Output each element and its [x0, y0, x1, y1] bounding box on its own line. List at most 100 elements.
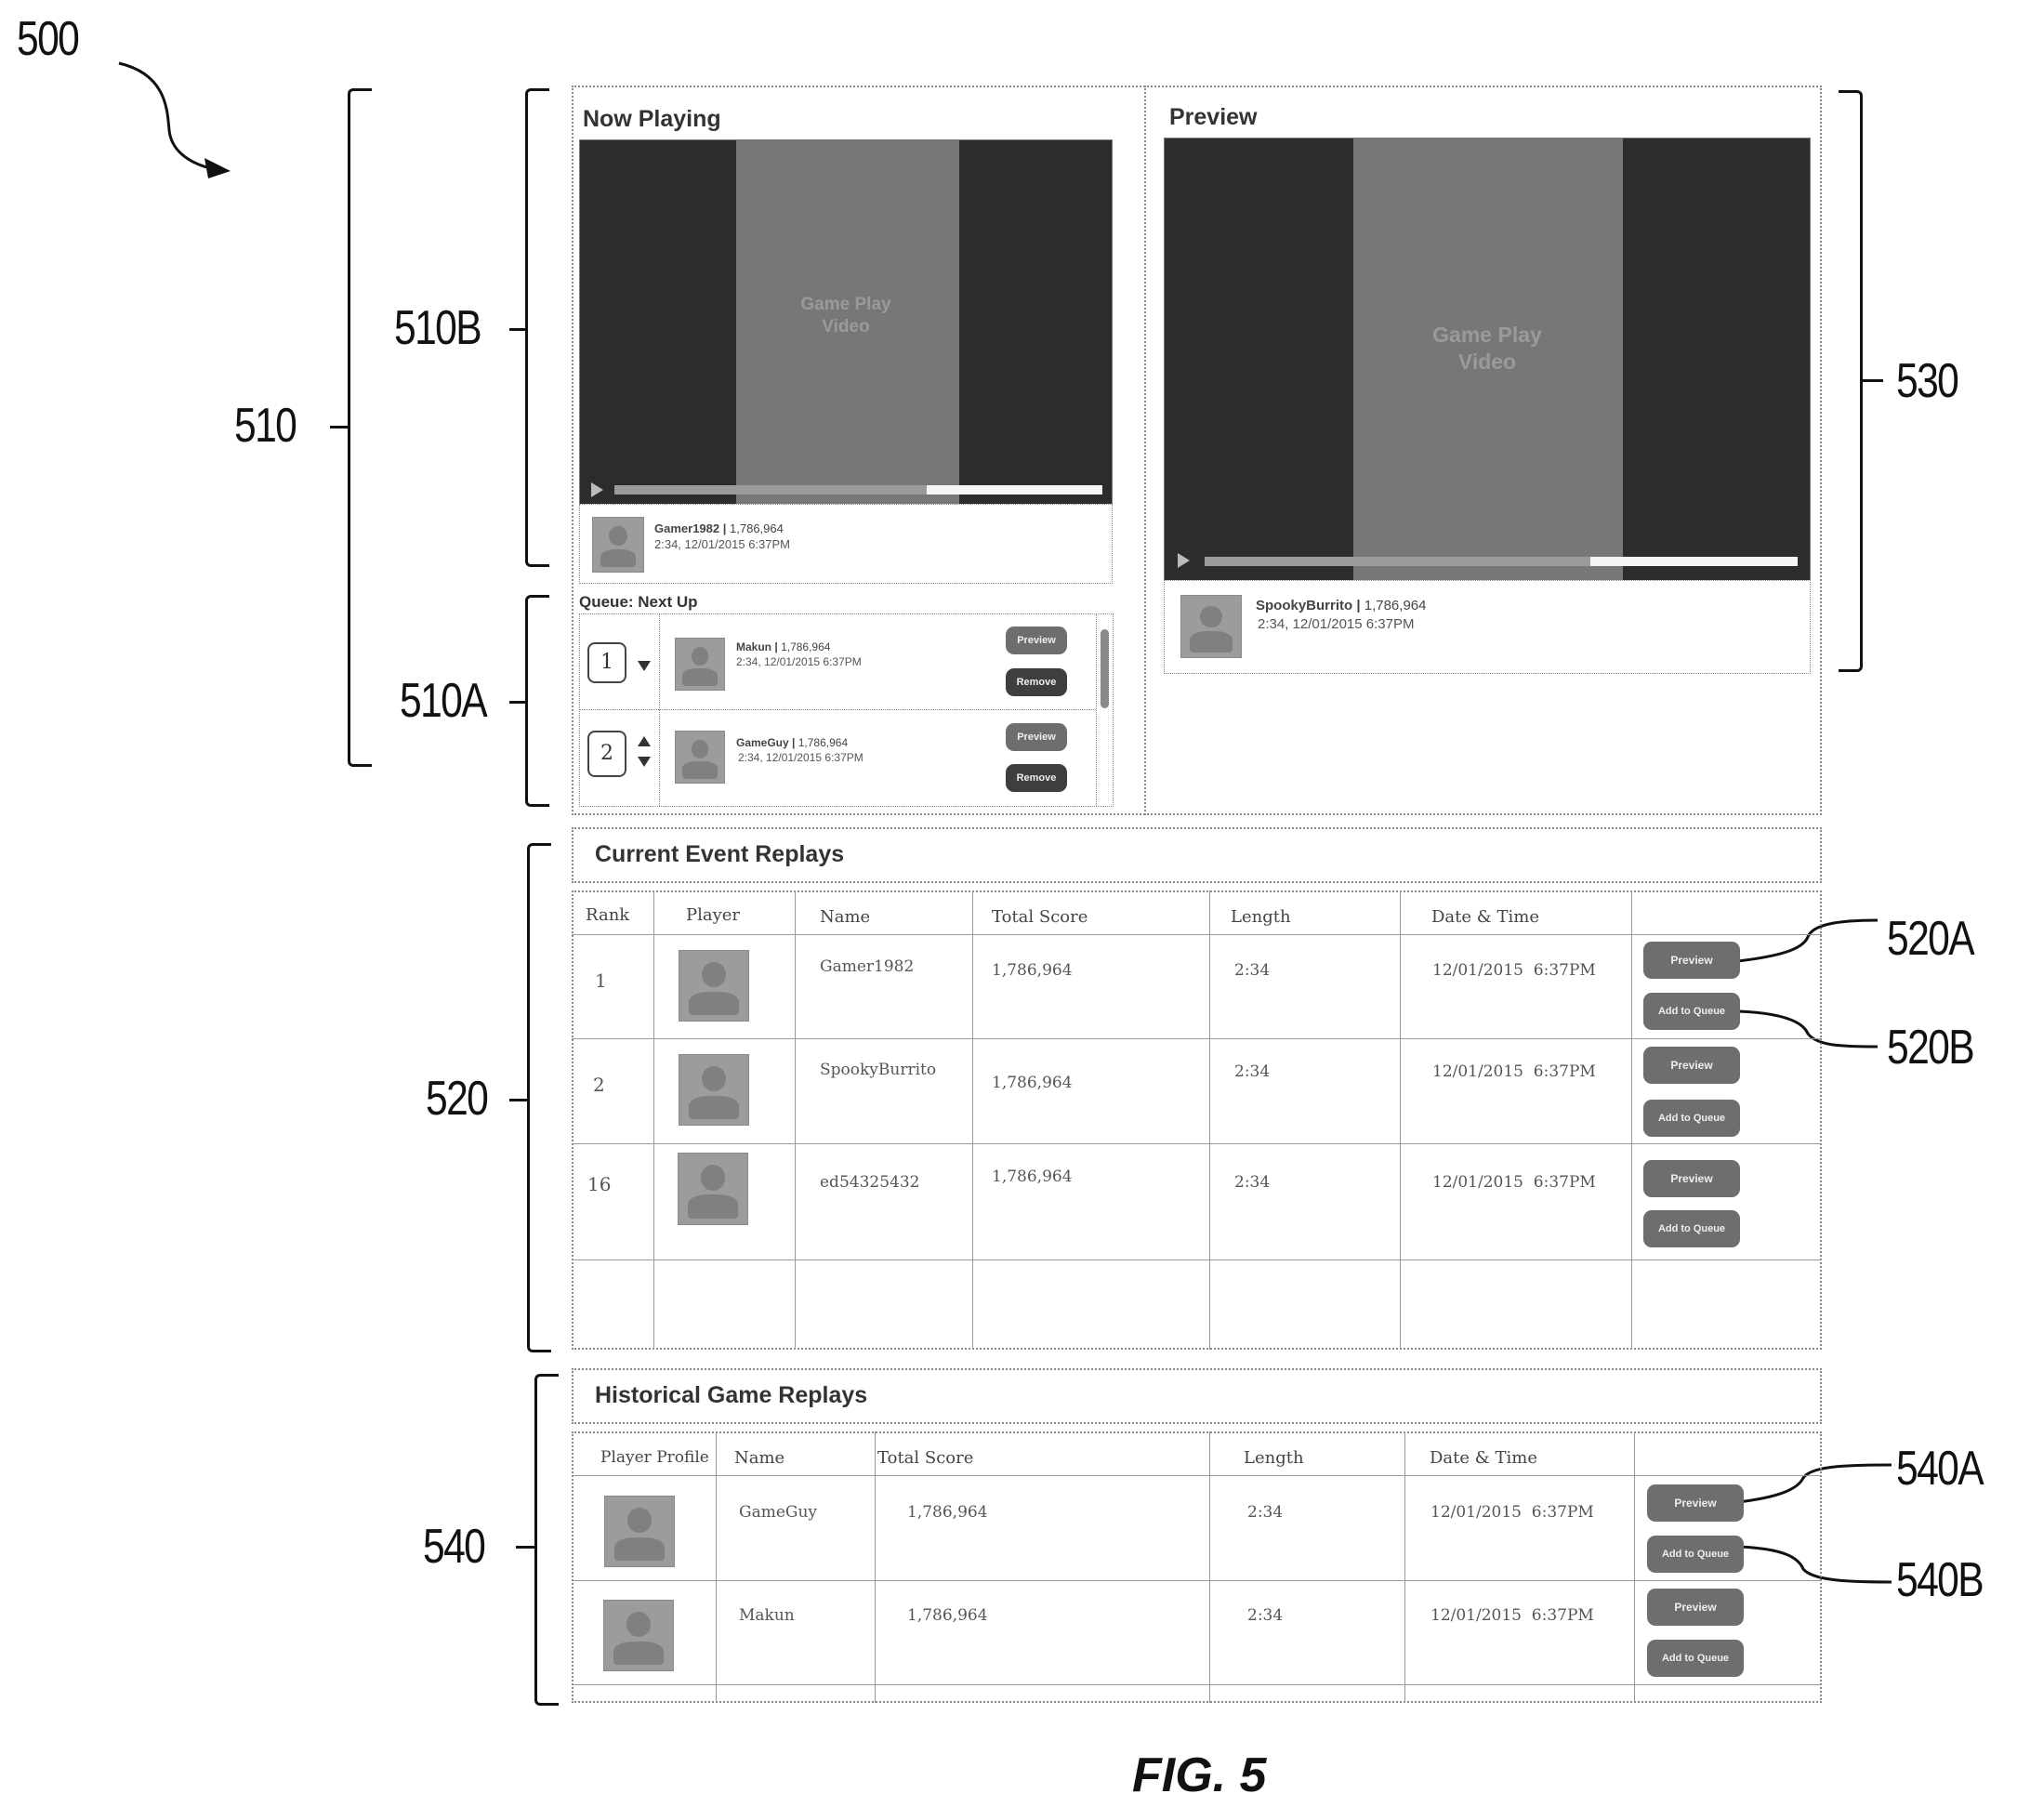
progress-fill [614, 485, 927, 495]
column-header-total-score: Total Score [877, 1448, 974, 1468]
player-score: 1,786,964 [730, 521, 784, 535]
video-label-line2: Video [1457, 349, 1517, 374]
add-to-queue-button[interactable]: Add to Queue [1643, 1100, 1740, 1137]
player-score: 1,786,964 [781, 640, 831, 653]
column-divider [795, 890, 796, 1350]
row-divider [572, 934, 1822, 935]
separator: | [1356, 598, 1361, 613]
column-divider [972, 890, 973, 1350]
column-divider [1634, 1431, 1635, 1703]
bracket-510a-tick [509, 701, 526, 704]
separator: | [792, 736, 796, 749]
progress-fill [1205, 557, 1590, 566]
queue-scrollbar-thumb[interactable] [1101, 629, 1109, 708]
add-to-queue-button[interactable]: Add to Queue [1643, 1210, 1740, 1247]
column-divider [1404, 1431, 1405, 1703]
top-divider [1144, 86, 1146, 815]
row-divider [572, 1684, 1822, 1685]
datetime-cell: 12/01/2015 6:37PM [1430, 1606, 1594, 1625]
player-score: 1,786,964 [798, 736, 849, 749]
column-divider [1631, 890, 1632, 1350]
preview-button[interactable]: Preview [1643, 1160, 1740, 1197]
current-event-header [572, 827, 1822, 883]
add-to-queue-button[interactable]: Add to Queue [1643, 993, 1740, 1030]
row-divider [572, 1580, 1822, 1581]
queue-position-input[interactable]: 1 [587, 642, 626, 683]
preview-button[interactable]: Preview [1647, 1589, 1744, 1626]
move-down-icon[interactable] [638, 661, 651, 671]
bracket-540 [534, 1374, 559, 1706]
video-label-line2: Video [822, 316, 870, 336]
progress-bar[interactable] [1205, 557, 1798, 566]
add-to-queue-button[interactable]: Add to Queue [1647, 1536, 1744, 1573]
bracket-510b [525, 88, 549, 567]
avatar [604, 1496, 675, 1567]
column-divider [1209, 890, 1210, 1350]
player-score: 1,786,964 [1364, 598, 1427, 613]
length-cell: 2:34 [1234, 1062, 1271, 1081]
queue-position-input[interactable]: 2 [587, 731, 626, 777]
historical-title: Historical Game Replays [595, 1382, 868, 1408]
bracket-540-tick [516, 1546, 534, 1549]
ref-540a: 540A [1896, 1442, 1984, 1496]
play-icon[interactable] [1178, 553, 1190, 568]
ref-530: 530 [1896, 354, 1959, 408]
add-to-queue-button[interactable]: Add to Queue [1647, 1640, 1744, 1677]
column-header-rank: Rank [586, 905, 630, 925]
progress-bar[interactable] [614, 485, 1102, 495]
datetime-cell: 12/01/2015 6:37PM [1432, 961, 1596, 980]
column-divider [1209, 1431, 1210, 1703]
row-divider [572, 1475, 1822, 1476]
score-cell: 1,786,964 [907, 1606, 988, 1625]
queue-scrollbar[interactable] [1096, 614, 1113, 806]
bracket-510-tick [330, 426, 349, 429]
ref-510: 510 [234, 399, 297, 453]
move-up-icon[interactable] [638, 736, 651, 746]
avatar [678, 1153, 748, 1225]
preview-video[interactable]: Game Play Video [1164, 138, 1811, 582]
column-header-player-profile: Player Profile [600, 1448, 709, 1467]
preview-button[interactable]: Preview [1643, 942, 1740, 979]
name-cell: SpookyBurrito [820, 1061, 937, 1079]
column-divider [653, 890, 654, 1350]
player-line: SpookyBurrito | 1,786,964 [1256, 598, 1426, 613]
length-cell: 2:34 [1247, 1503, 1284, 1522]
preview-button[interactable]: Preview [1006, 626, 1067, 654]
column-header-date-time: Date & Time [1431, 907, 1539, 927]
avatar [679, 1054, 749, 1126]
length-cell: 2:34 [1234, 961, 1271, 980]
video-label: Game Play Video [1165, 322, 1810, 376]
rank-cell: 1 [595, 969, 607, 992]
queue-item: 1 Makun | 1,786,964 2:34, 12/01/2015 6:3… [580, 614, 1096, 710]
player-name: Gamer1982 [654, 521, 720, 535]
row-divider [572, 1038, 1822, 1039]
queue-position-cell [580, 614, 660, 710]
preview-button[interactable]: Preview [1647, 1484, 1744, 1522]
remove-button[interactable]: Remove [1006, 764, 1067, 792]
preview-button[interactable]: Preview [1006, 723, 1067, 751]
remove-button[interactable]: Remove [1006, 668, 1067, 696]
now-playing-info: Gamer1982 | 1,786,964 2:34, 12/01/2015 6… [579, 504, 1113, 584]
move-down-icon[interactable] [638, 757, 651, 767]
score-cell: 1,786,964 [992, 1167, 1073, 1186]
ref-540: 540 [423, 1520, 486, 1574]
separator: | [774, 640, 778, 653]
play-icon[interactable] [591, 482, 603, 497]
player-line: Makun | 1,786,964 [736, 640, 830, 653]
ref-540b: 540B [1896, 1553, 1984, 1607]
bracket-510 [348, 88, 372, 767]
now-playing-video[interactable]: Game Play Video [579, 139, 1113, 506]
score-cell: 1,786,964 [907, 1503, 988, 1522]
datetime-cell: 12/01/2015 6:37PM [1432, 1062, 1596, 1081]
preview-button[interactable]: Preview [1643, 1047, 1740, 1084]
bracket-510b-tick [509, 328, 526, 331]
name-cell: ed54325432 [820, 1173, 920, 1192]
column-header-name: Name [734, 1448, 785, 1468]
bracket-510a [525, 595, 549, 807]
now-playing-title: Now Playing [583, 106, 721, 132]
video-label-line1: Game Play [1432, 323, 1542, 347]
queue-title: Queue: Next Up [579, 593, 698, 611]
replay-details: 2:34, 12/01/2015 6:37PM [654, 537, 791, 551]
ref-520b: 520B [1887, 1021, 1975, 1075]
